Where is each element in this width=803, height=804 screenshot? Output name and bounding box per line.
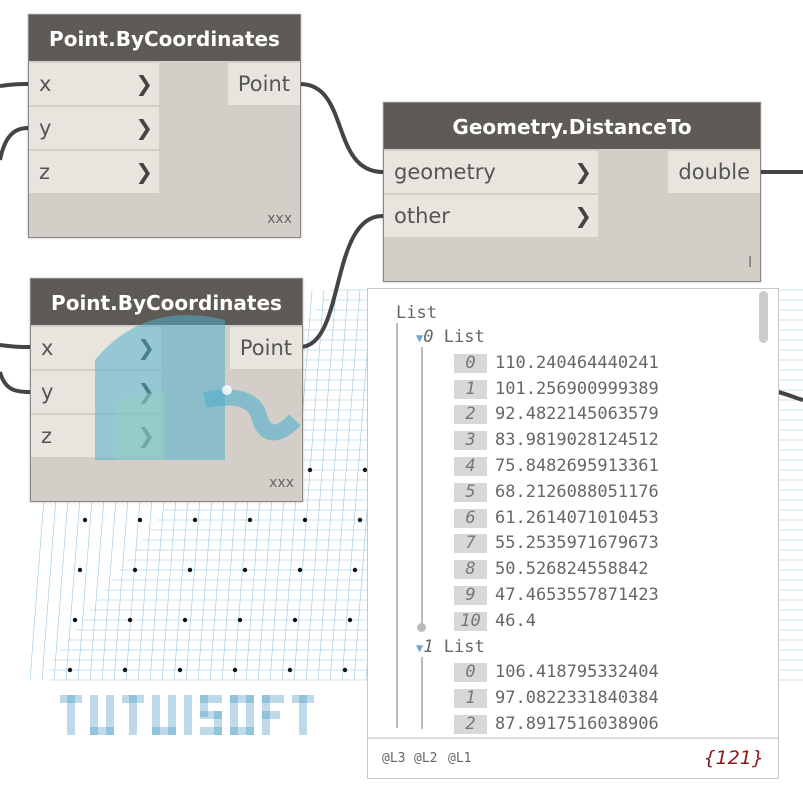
- port-label: y: [41, 380, 54, 404]
- geometry-distance-to-node[interactable]: Geometry.DistanceTo geometry ❯ other ❯ dou…: [383, 102, 761, 282]
- port-label: x: [39, 72, 52, 96]
- item-index: 4: [454, 457, 487, 476]
- item-value: 46.4: [495, 610, 536, 631]
- port-label: geometry: [394, 160, 496, 184]
- item-index: 0: [454, 663, 487, 683]
- sublist-header[interactable]: ▼1 List: [416, 637, 485, 657]
- item-value: 97.0822331840384: [495, 688, 659, 709]
- input-port-x[interactable]: x❯: [29, 63, 159, 105]
- chevron-right-icon: ❯: [137, 336, 155, 360]
- item-index: 1: [454, 379, 487, 399]
- sublist-label: List: [443, 636, 485, 657]
- port-label: z: [41, 424, 53, 448]
- root-list-label: List: [396, 303, 437, 323]
- output-port-point[interactable]: Point: [227, 63, 300, 105]
- tree-line: [421, 657, 423, 729]
- tree-line: [396, 323, 398, 728]
- item-index: 10: [454, 611, 487, 631]
- point-by-coordinates-node-1[interactable]: Point.ByCoordinates x❯ y❯ z❯ Point xxx: [28, 14, 301, 238]
- item-value: 61.2614071010453: [495, 507, 659, 528]
- list-item: 1 97.0822331840384: [454, 688, 659, 709]
- lacing-indicator: xxx: [269, 475, 294, 491]
- item-index: 7: [454, 534, 487, 554]
- collapse-triangle-icon[interactable]: ▼: [416, 640, 424, 655]
- level-l2[interactable]: @L2: [414, 751, 438, 766]
- chevron-right-icon: ❯: [135, 72, 153, 96]
- port-label: x: [41, 336, 54, 360]
- node-title: Geometry.DistanceTo: [384, 103, 760, 149]
- sublist-index: 1: [423, 636, 434, 657]
- level-l3[interactable]: @L3: [382, 751, 406, 766]
- input-port-other[interactable]: other ❯: [384, 195, 598, 237]
- list-item: 10 46.4: [454, 611, 536, 631]
- tree-node-dot: [417, 623, 426, 632]
- node-title: Point.ByCoordinates: [29, 15, 300, 61]
- list-item: 3 83.9819028124512: [454, 430, 659, 451]
- tree-line: [421, 347, 423, 627]
- item-count: {121}: [703, 747, 764, 769]
- input-port-y[interactable]: y❯: [31, 371, 161, 413]
- list-item: 2 87.8917516038906: [454, 714, 659, 734]
- chevron-right-icon: ❯: [135, 116, 153, 140]
- item-index: 0: [454, 353, 487, 373]
- list-item: 6 61.2614071010453: [454, 508, 659, 528]
- port-label: other: [394, 204, 450, 228]
- input-port-z[interactable]: z❯: [31, 415, 161, 457]
- chevron-right-icon: ❯: [574, 160, 592, 184]
- list-item: 2 92.4822145063579: [454, 404, 659, 425]
- item-value: 106.418795332404: [495, 662, 659, 683]
- sublist-label: List: [443, 327, 485, 347]
- input-port-y[interactable]: y❯: [29, 107, 159, 149]
- item-value: 55.2535971679673: [495, 533, 659, 554]
- item-index: 1: [454, 689, 487, 709]
- port-label: z: [39, 160, 51, 184]
- item-value: 47.4653557871423: [495, 585, 659, 605]
- list-item: 5 68.2126088051176: [454, 482, 659, 502]
- output-port-double[interactable]: double: [668, 151, 760, 193]
- chevron-right-icon: ❯: [137, 380, 155, 404]
- lacing-indicator: l: [748, 255, 752, 271]
- chevron-right-icon: ❯: [574, 204, 592, 228]
- item-index: 6: [454, 508, 487, 528]
- port-label: y: [39, 116, 52, 140]
- chevron-right-icon: ❯: [137, 424, 155, 448]
- list-item: 0 106.418795332404: [454, 662, 659, 683]
- item-value: 68.2126088051176: [495, 481, 659, 502]
- input-port-geometry[interactable]: geometry ❯: [384, 151, 598, 193]
- item-index: 5: [454, 482, 487, 502]
- point-by-coordinates-node-2[interactable]: Point.ByCoordinates x❯ y❯ z❯ Point xxx: [30, 278, 303, 502]
- item-value: 50.526824558842: [495, 559, 649, 580]
- item-index: 8: [454, 560, 487, 580]
- list-item: 0 110.240464440241: [454, 353, 659, 373]
- list-item: 8 50.526824558842: [454, 559, 649, 580]
- item-value: 110.240464440241: [495, 352, 659, 373]
- scrollbar-thumb[interactable]: [759, 291, 768, 343]
- item-value: 87.8917516038906: [495, 714, 659, 734]
- preview-footer: @L3 @L2 @L1 {121}: [368, 737, 778, 778]
- input-port-z[interactable]: z❯: [29, 151, 159, 193]
- sublist-header[interactable]: ▼0 List: [416, 327, 485, 347]
- item-value: 75.8482695913361: [495, 456, 659, 476]
- item-index: 9: [454, 586, 487, 605]
- item-index: 3: [454, 431, 487, 451]
- list-item: 1 101.256900999389: [454, 379, 659, 399]
- item-index: 2: [454, 405, 487, 425]
- level-l1[interactable]: @L1: [448, 751, 472, 766]
- collapse-triangle-icon[interactable]: ▼: [416, 331, 424, 345]
- node-title: Point.ByCoordinates: [31, 279, 302, 325]
- list-item: 7 55.2535971679673: [454, 533, 659, 554]
- list-item: 9 47.4653557871423: [454, 585, 659, 605]
- list-item: 4 75.8482695913361: [454, 456, 659, 476]
- output-port-point[interactable]: Point: [229, 327, 302, 369]
- wires: [0, 82, 803, 402]
- item-value: 83.9819028124512: [495, 430, 659, 451]
- item-value: 92.4822145063579: [495, 404, 659, 425]
- input-port-x[interactable]: x❯: [31, 327, 161, 369]
- item-index: 2: [454, 715, 487, 734]
- item-value: 101.256900999389: [495, 378, 659, 399]
- sublist-index: 0: [423, 327, 434, 347]
- chevron-right-icon: ❯: [135, 160, 153, 184]
- lacing-indicator: xxx: [267, 211, 292, 227]
